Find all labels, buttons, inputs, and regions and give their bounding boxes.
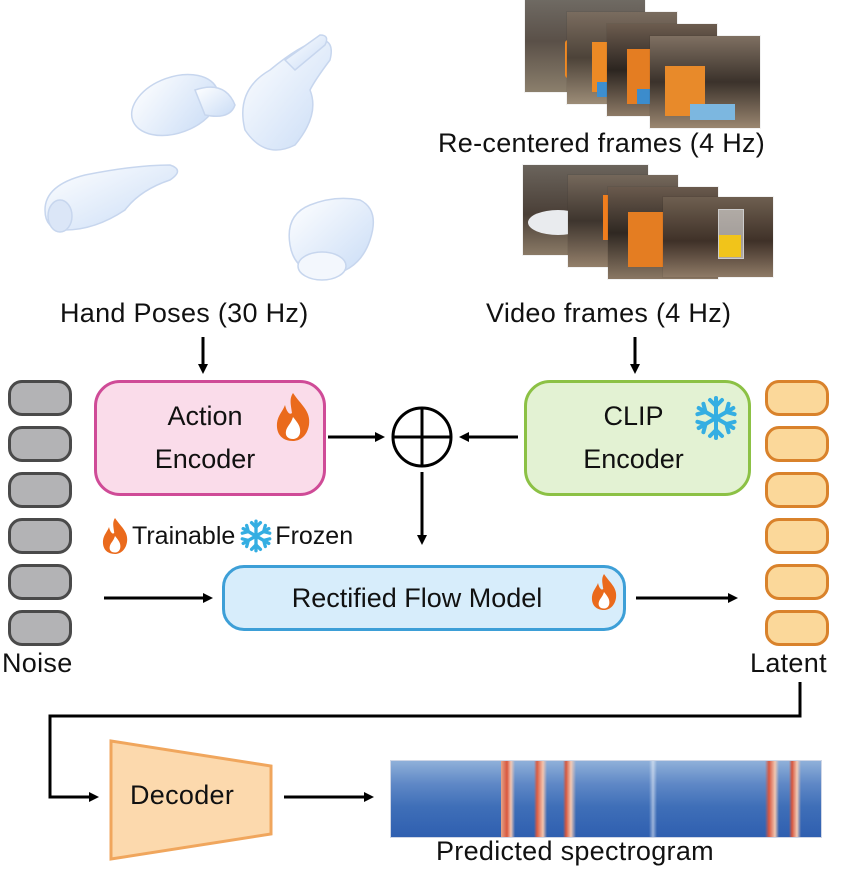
action-encoder-label-line2: Encoder xyxy=(154,444,256,474)
hand-pose-2 xyxy=(242,34,332,151)
noise-token xyxy=(8,610,72,646)
noise-token xyxy=(8,564,72,600)
snowflake-icon xyxy=(239,519,273,553)
predicted-spectrogram-label: Predicted spectrogram xyxy=(436,836,714,866)
arrow-latent-to-decoder xyxy=(48,682,802,802)
clip-encoder-label-line1: CLIP xyxy=(603,401,664,431)
decoder-shape xyxy=(109,739,273,861)
noise-token xyxy=(8,426,72,462)
snowflake-icon xyxy=(693,396,739,440)
latent-stack xyxy=(765,380,831,650)
noise-token xyxy=(8,380,72,416)
action-encoder-label-line1: Action xyxy=(167,401,243,431)
clip-encoder-label-line2: Encoder xyxy=(583,444,684,474)
flame-icon xyxy=(102,518,128,554)
hand-poses-image xyxy=(44,34,375,281)
latent-token xyxy=(765,472,829,508)
hand-pose-1 xyxy=(130,73,236,137)
circled-plus-icon xyxy=(391,406,453,468)
flame-icon xyxy=(276,393,310,441)
latent-label: Latent xyxy=(750,648,827,678)
latent-token xyxy=(765,380,829,416)
clip-encoder-box: CLIP Encoder xyxy=(524,380,751,496)
latent-token xyxy=(765,518,829,554)
video-frames-image xyxy=(523,165,783,279)
legend-frozen-label: Frozen xyxy=(275,521,354,550)
noise-stack xyxy=(8,380,74,650)
rectified-flow-model-box: Rectified Flow Model xyxy=(222,565,626,631)
noise-token xyxy=(8,472,72,508)
hand-pose-4 xyxy=(288,197,375,281)
spectrogram-image xyxy=(390,760,822,838)
video-frames-label: Video frames (4 Hz) xyxy=(486,298,732,328)
rectified-flow-label: Rectified Flow Model xyxy=(291,582,543,613)
hand-pose-3 xyxy=(44,164,179,233)
recentered-frames-image xyxy=(525,0,780,130)
legend-trainable-label: Trainable xyxy=(132,521,236,550)
hand-poses-label: Hand Poses (30 Hz) xyxy=(60,298,309,328)
legend: Trainable Frozen xyxy=(100,516,353,556)
noise-token xyxy=(8,518,72,554)
latent-token xyxy=(765,610,829,646)
recentered-frames-label: Re-centered frames (4 Hz) xyxy=(438,128,766,158)
noise-label: Noise xyxy=(2,648,73,678)
latent-token xyxy=(765,426,829,462)
action-encoder-box: Action Encoder xyxy=(94,380,326,496)
decoder-label: Decoder xyxy=(130,780,235,810)
flame-icon xyxy=(591,574,617,610)
latent-token xyxy=(765,564,829,600)
